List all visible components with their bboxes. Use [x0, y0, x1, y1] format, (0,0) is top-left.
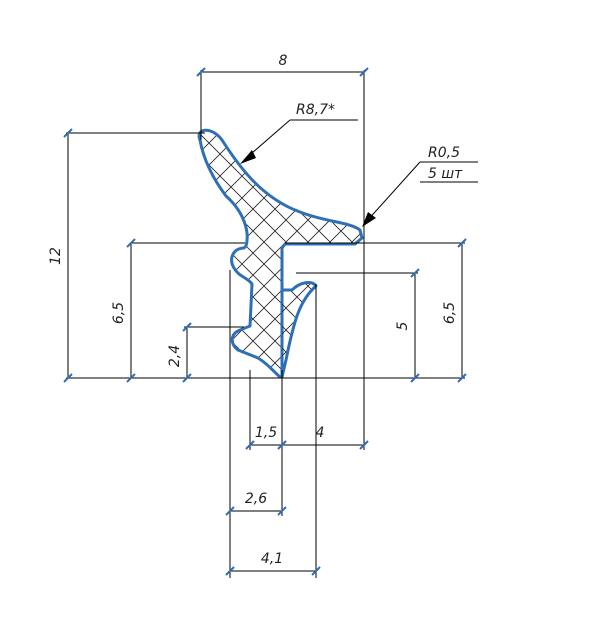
leader-arrow-large: [240, 150, 256, 164]
label-height-left: 6,5: [111, 302, 127, 324]
label-height-right: 6,5: [442, 302, 458, 324]
dimension-lines: [67, 71, 463, 572]
label-radius-small-count: 5 шт: [428, 166, 463, 182]
label-width-4: 4: [316, 425, 325, 441]
label-width-41: 4,1: [261, 551, 283, 567]
label-height-notch: 2,4: [167, 345, 183, 367]
label-radius-small: R0,5: [428, 145, 460, 161]
dimension-ticks: [63, 67, 467, 576]
dimension-labels: 8 R8,7* R0,5 5 шт 12 6,5 2,4 5 6,5 1,5 4…: [48, 53, 463, 567]
radius-leaders: [240, 119, 478, 227]
label-height-total: 12: [48, 247, 64, 265]
leader-arrow-small: [362, 212, 376, 227]
seal-profile: [197, 128, 364, 379]
label-width-26: 2,6: [245, 491, 267, 507]
extension-lines: [66, 70, 465, 578]
profile-outline: [197, 128, 364, 379]
label-height-inner: 5: [395, 321, 411, 330]
label-width-15: 1,5: [255, 425, 277, 441]
label-radius-large: R8,7*: [296, 102, 335, 118]
label-top-width: 8: [279, 53, 288, 69]
profile-lower-lip: [280, 281, 318, 378]
